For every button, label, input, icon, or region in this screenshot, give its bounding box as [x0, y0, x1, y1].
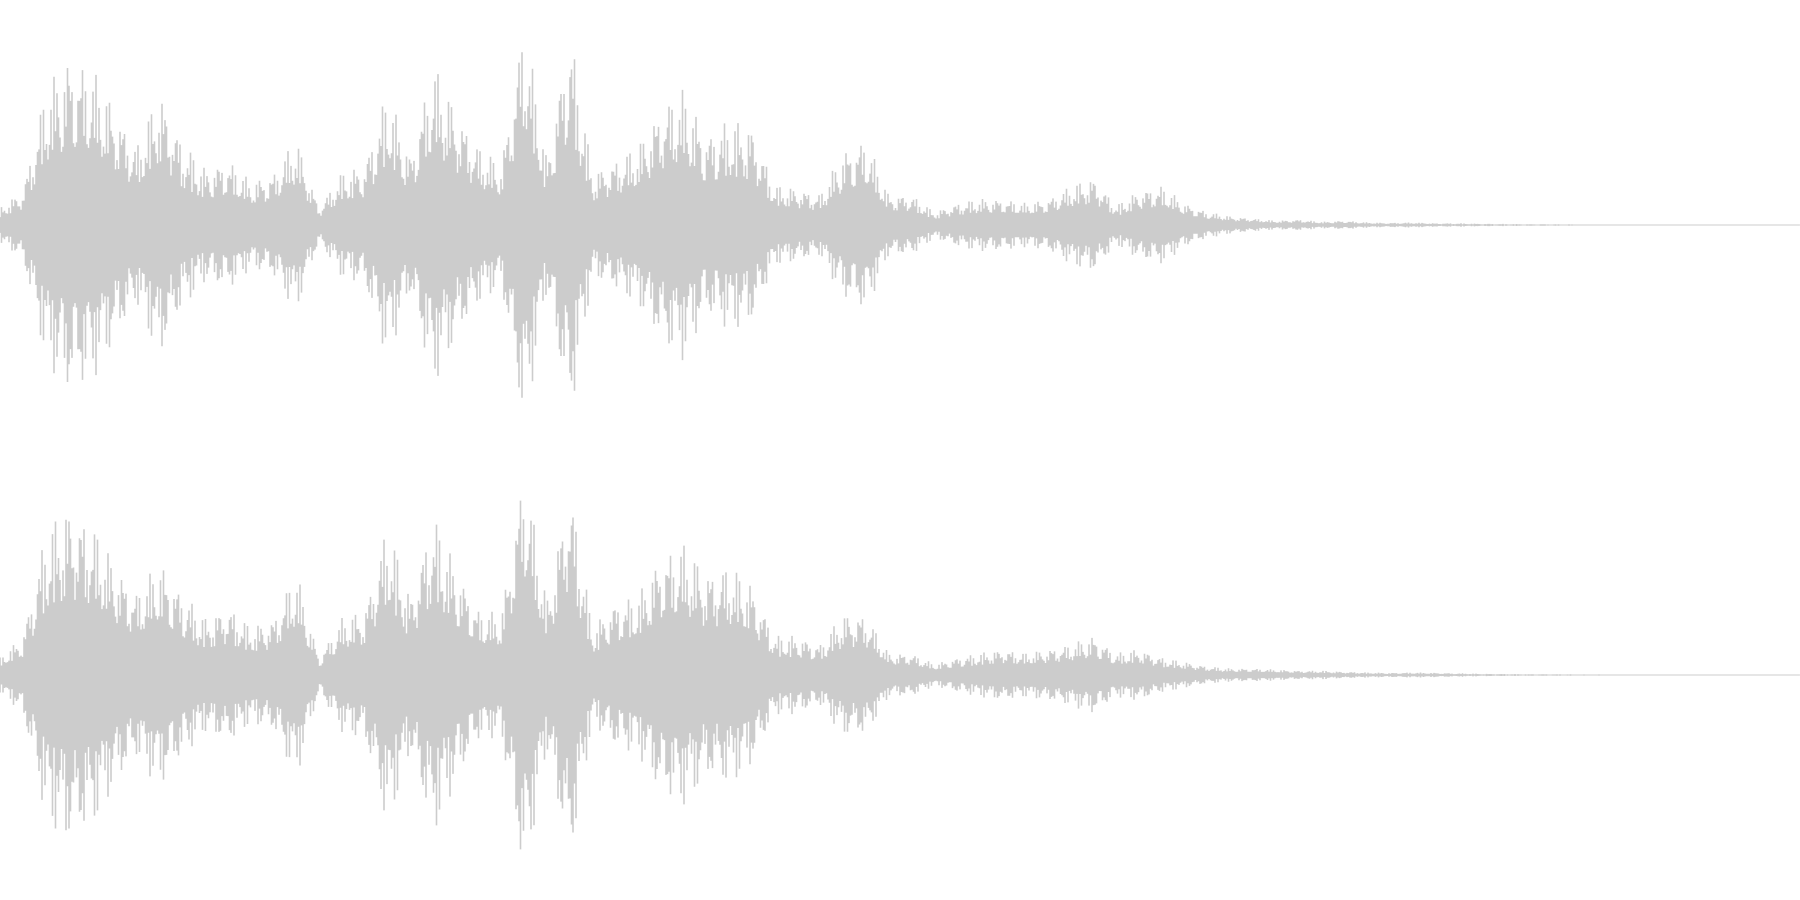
left-channel-samples [0, 52, 1800, 398]
right-channel-waveform [0, 500, 1800, 850]
right-channel-samples [0, 500, 1800, 850]
left-channel-waveform [0, 52, 1800, 398]
